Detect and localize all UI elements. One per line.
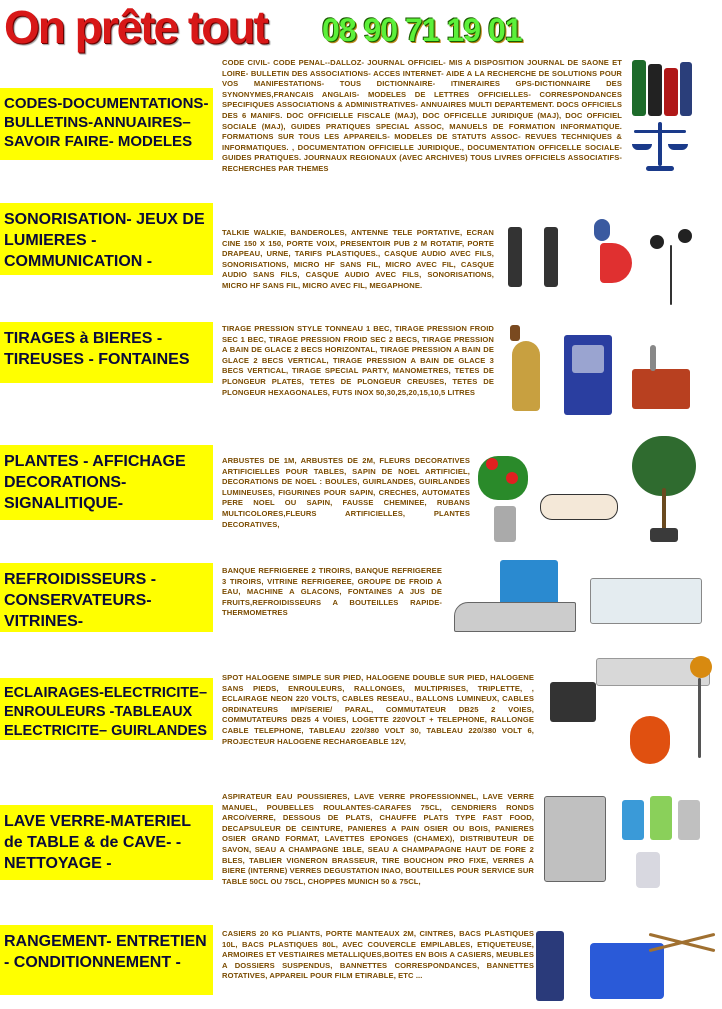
phone-number: 08 90 71 19 01 xyxy=(322,12,523,48)
section-label-plantes: PLANTES - AFFICHAGE DECORATIONS- SIGNALI… xyxy=(0,445,213,520)
section-label-tirages: TIRAGES à BIERES - TIREUSES - FONTAINES xyxy=(0,322,213,383)
scales-of-justice-icon xyxy=(630,122,690,172)
section-text-rangement: CASIERS 20 KG PLIANTS, PORTE MANTEAUX 2M… xyxy=(222,929,534,981)
beer-taps-image xyxy=(500,325,705,425)
section-text-sonorisation: TALKIE WALKIE, BANDEROLES, ANTENNE TELE … xyxy=(222,228,494,290)
section-text-lave-verre: ASPIRATEUR EAU POUSSIERES, LAVE VERRE PR… xyxy=(222,792,534,886)
sound-equipment-image xyxy=(500,215,705,315)
section-text-refroidisseurs: BANQUE REFRIGEREE 2 TIROIRS, BANQUE REFR… xyxy=(222,566,442,618)
section-label-sonorisation: SONORISATION- JEUX DE LUMIERES - COMMUNI… xyxy=(0,203,213,275)
plants-decoration-image xyxy=(472,428,707,548)
section-label-lave-verre: LAVE VERRE-MATERIEL de TABLE & de CAVE- … xyxy=(0,805,213,880)
section-label-codes: CODES-DOCUMENTATIONS-BULLETINS-ANNUAIRES… xyxy=(0,88,213,160)
books-icon xyxy=(628,58,694,118)
section-label-rangement: RANGEMENT- ENTRETIEN - CONDITIONNEMENT - xyxy=(0,925,213,995)
refrigeration-image xyxy=(450,558,710,638)
section-label-refroidisseurs: REFROIDISSEURS - CONSERVATEURS- VITRINES… xyxy=(0,563,213,632)
section-label-eclairages: ECLAIRAGES-ELECTRICITE– ENROULEURS -TABL… xyxy=(0,678,213,740)
section-text-eclairages: SPOT HALOGENE SIMPLE SUR PIED, HALOGENE … xyxy=(222,673,534,746)
section-text-codes: CODE CIVIL- CODE PENAL--DALLOZ- JOURNAL … xyxy=(222,58,622,173)
storage-image xyxy=(530,915,720,1007)
lighting-equipment-image xyxy=(540,652,718,780)
glass-washer-image xyxy=(540,790,715,905)
section-text-tirages: TIRAGE PRESSION STYLE TONNEAU 1 BEC, TIR… xyxy=(222,324,494,397)
page-title: On prête tout xyxy=(4,1,269,53)
section-text-plantes: ARBUSTES DE 1M, ARBUSTES DE 2m, FLEURS D… xyxy=(222,456,470,529)
